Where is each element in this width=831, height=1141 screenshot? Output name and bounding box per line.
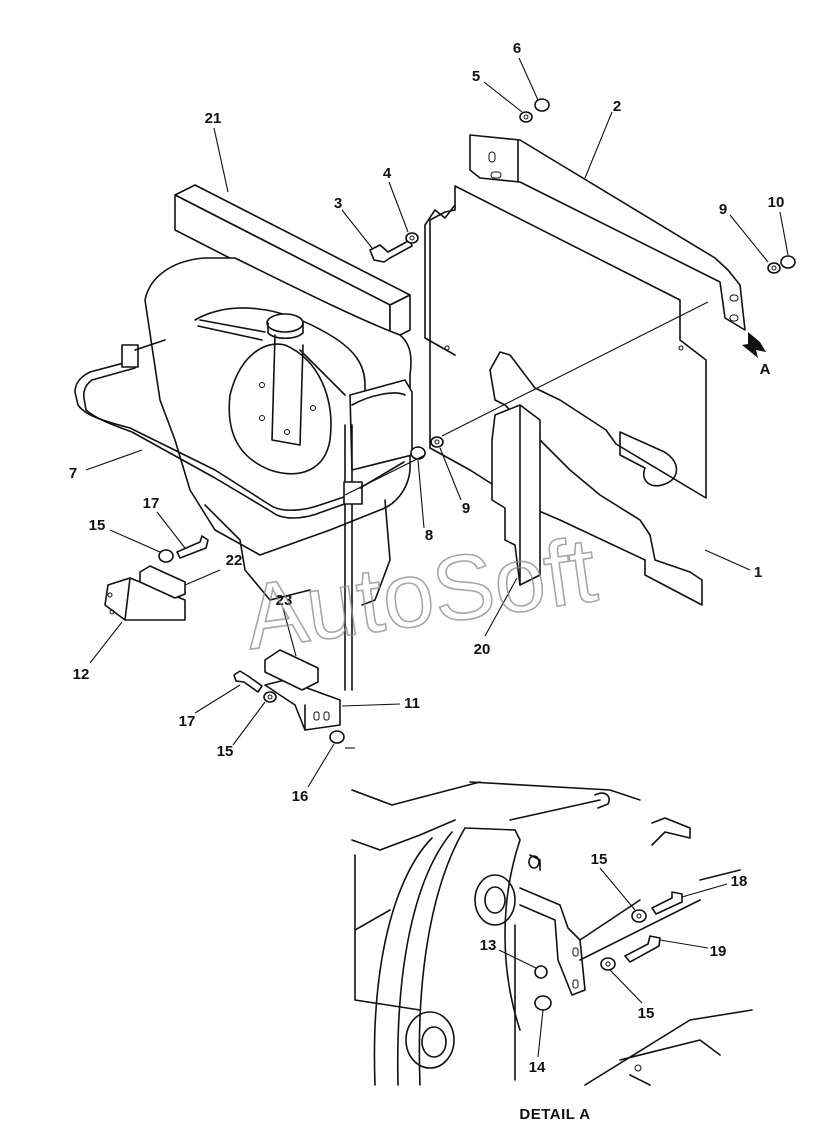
callout-8: 8 xyxy=(425,527,433,544)
callout-3: 3 xyxy=(334,195,342,212)
washer-part-15 xyxy=(158,549,174,563)
callout-7: 7 xyxy=(69,465,77,482)
fasteners xyxy=(158,98,796,744)
bolt-part-18 xyxy=(651,891,683,915)
callout-23: 23 xyxy=(276,592,293,609)
nut-part-8 xyxy=(410,446,426,460)
bracket-part-2 xyxy=(469,134,746,331)
callout-1: 1 xyxy=(754,564,762,581)
callout-9-mid: 9 xyxy=(462,500,470,517)
nut-part-16 xyxy=(329,730,345,744)
bracket-part-12 xyxy=(104,577,186,621)
callout-16: 16 xyxy=(292,788,309,805)
callout-17-bottom: 17 xyxy=(179,713,196,730)
washer-part-15d xyxy=(600,957,616,971)
washer-part-4 xyxy=(405,232,419,244)
nut-part-13 xyxy=(534,965,548,979)
callout-22: 22 xyxy=(226,552,243,569)
washer-part-9 xyxy=(767,262,781,274)
callout-labels: 6 5 2 21 4 3 9 10 A 7 9 8 1 17 15 22 23 … xyxy=(69,40,785,1123)
washer-part-9b xyxy=(430,436,444,448)
callout-6: 6 xyxy=(513,40,521,57)
washer-part-15c xyxy=(631,909,647,923)
callout-15-detail-bottom: 15 xyxy=(638,1005,655,1022)
rubber-pad-part-20 xyxy=(491,404,541,586)
callout-13: 13 xyxy=(480,937,497,954)
bolt-part-19 xyxy=(624,935,661,963)
callout-9-top: 9 xyxy=(719,201,727,218)
callout-21: 21 xyxy=(205,110,222,127)
callout-15-bottom: 15 xyxy=(217,743,234,760)
detail-a-view xyxy=(351,781,753,1086)
callout-19: 19 xyxy=(710,943,727,960)
nut-part-6 xyxy=(534,98,550,112)
leader-lines xyxy=(85,57,789,1058)
callout-14: 14 xyxy=(529,1059,546,1076)
callout-18: 18 xyxy=(731,873,748,890)
bolt-part-17b xyxy=(233,670,263,693)
callout-15-detail-top: 15 xyxy=(591,851,608,868)
strap-part-7 xyxy=(74,339,405,519)
fuel-tank xyxy=(144,257,413,691)
callout-11: 11 xyxy=(404,695,420,712)
callout-10: 10 xyxy=(768,194,785,211)
view-label-a: A xyxy=(760,361,771,378)
callout-15-left: 15 xyxy=(89,517,106,534)
view-arrow-a xyxy=(742,332,766,358)
washer-part-15b xyxy=(263,691,277,703)
callout-17-top: 17 xyxy=(143,495,160,512)
callout-20: 20 xyxy=(474,641,491,658)
bolt-part-3 xyxy=(369,239,413,263)
bolt-part-17 xyxy=(176,535,209,559)
foam-block-part-21 xyxy=(174,184,411,341)
nut-part-10 xyxy=(780,255,796,269)
callout-12: 12 xyxy=(73,666,90,683)
washer-part-5 xyxy=(519,111,533,123)
spacer-part-14 xyxy=(534,995,552,1011)
detail-a-caption: DETAIL A xyxy=(519,1106,590,1123)
callout-5: 5 xyxy=(472,68,480,85)
pad-part-23 xyxy=(264,649,319,691)
callout-4: 4 xyxy=(383,165,392,182)
callout-2: 2 xyxy=(613,98,621,115)
pad-part-22 xyxy=(139,565,186,599)
